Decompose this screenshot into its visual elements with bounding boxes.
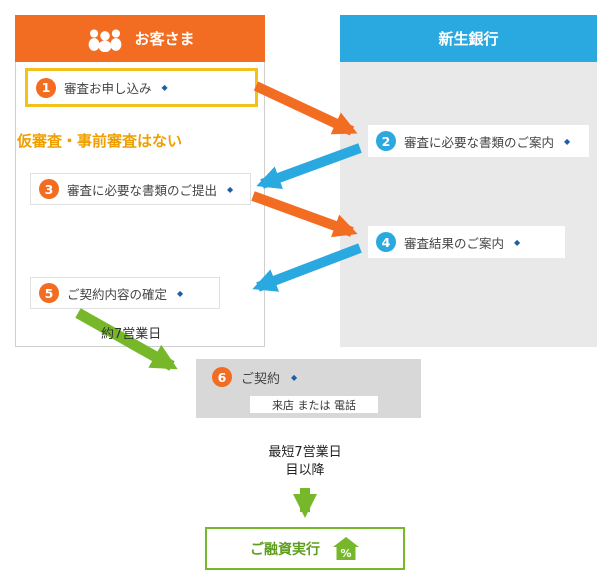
bank-lane-title: 新生銀行: [438, 30, 499, 48]
bank-lane-body: [340, 62, 597, 347]
arrow-step3-to-step4: [251, 191, 358, 238]
step-5-contract-confirmation: 5 ご契約内容の確定 ◆: [30, 277, 220, 309]
customer-lane-header: お客さま: [15, 15, 265, 62]
step-1-application: 1 審査お申し込み ◆: [25, 68, 258, 107]
step-4-number-badge: 4: [376, 232, 396, 252]
diamond-icon: ◆: [291, 372, 298, 382]
loan-execution-box: ご融資実行 %: [205, 527, 405, 570]
step-2-document-guidance: 2 審査に必要な書類のご案内 ◆: [368, 125, 589, 157]
arrow-step1-to-step2: [253, 81, 358, 136]
step-2-label: 審査に必要な書類のご案内: [404, 134, 555, 150]
diamond-icon: ◆: [227, 184, 234, 194]
bank-lane-header: 新生銀行: [340, 15, 597, 62]
diamond-icon: ◆: [177, 288, 184, 298]
diamond-icon: ◆: [564, 136, 571, 146]
step-4-result-notice: 4 審査結果のご案内 ◆: [368, 226, 565, 258]
customers-icon: [85, 26, 125, 52]
step-5-number-badge: 5: [39, 283, 59, 303]
step-6-number-badge: 6: [212, 367, 232, 387]
no-preliminary-screening-note: 仮審査・事前審査はない: [17, 132, 183, 150]
step-2-number-badge: 2: [376, 131, 396, 151]
step-4-label: 審査結果のご案内: [404, 235, 505, 251]
step-5-label: ご契約内容の確定: [67, 286, 168, 302]
step-1-number-badge: 1: [36, 77, 56, 98]
svg-text:%: %: [340, 547, 351, 560]
step-6-contract-box: 6 ご契約 ◆ 来店 または 電話: [196, 359, 421, 418]
diamond-icon: ◆: [514, 237, 521, 247]
about-7-business-days-note: 約7営業日: [101, 327, 162, 342]
diamond-icon: ◆: [161, 83, 168, 92]
step-3-label: 審査に必要な書類のご提出: [67, 182, 218, 198]
loan-execution-label: ご融資実行: [250, 541, 320, 558]
step-3-number-badge: 3: [39, 179, 59, 199]
customer-lane-title: お客さま: [134, 30, 195, 48]
step-3-document-submission: 3 審査に必要な書類のご提出 ◆: [30, 173, 251, 205]
house-percent-icon: %: [332, 536, 360, 562]
step-6-label: ご契約: [241, 371, 281, 387]
contract-method-note: 来店 または 電話: [250, 396, 378, 413]
min-7-business-days-note: 最短7営業日 目以降: [268, 445, 342, 478]
step-1-label: 審査お申し込み: [64, 81, 152, 96]
